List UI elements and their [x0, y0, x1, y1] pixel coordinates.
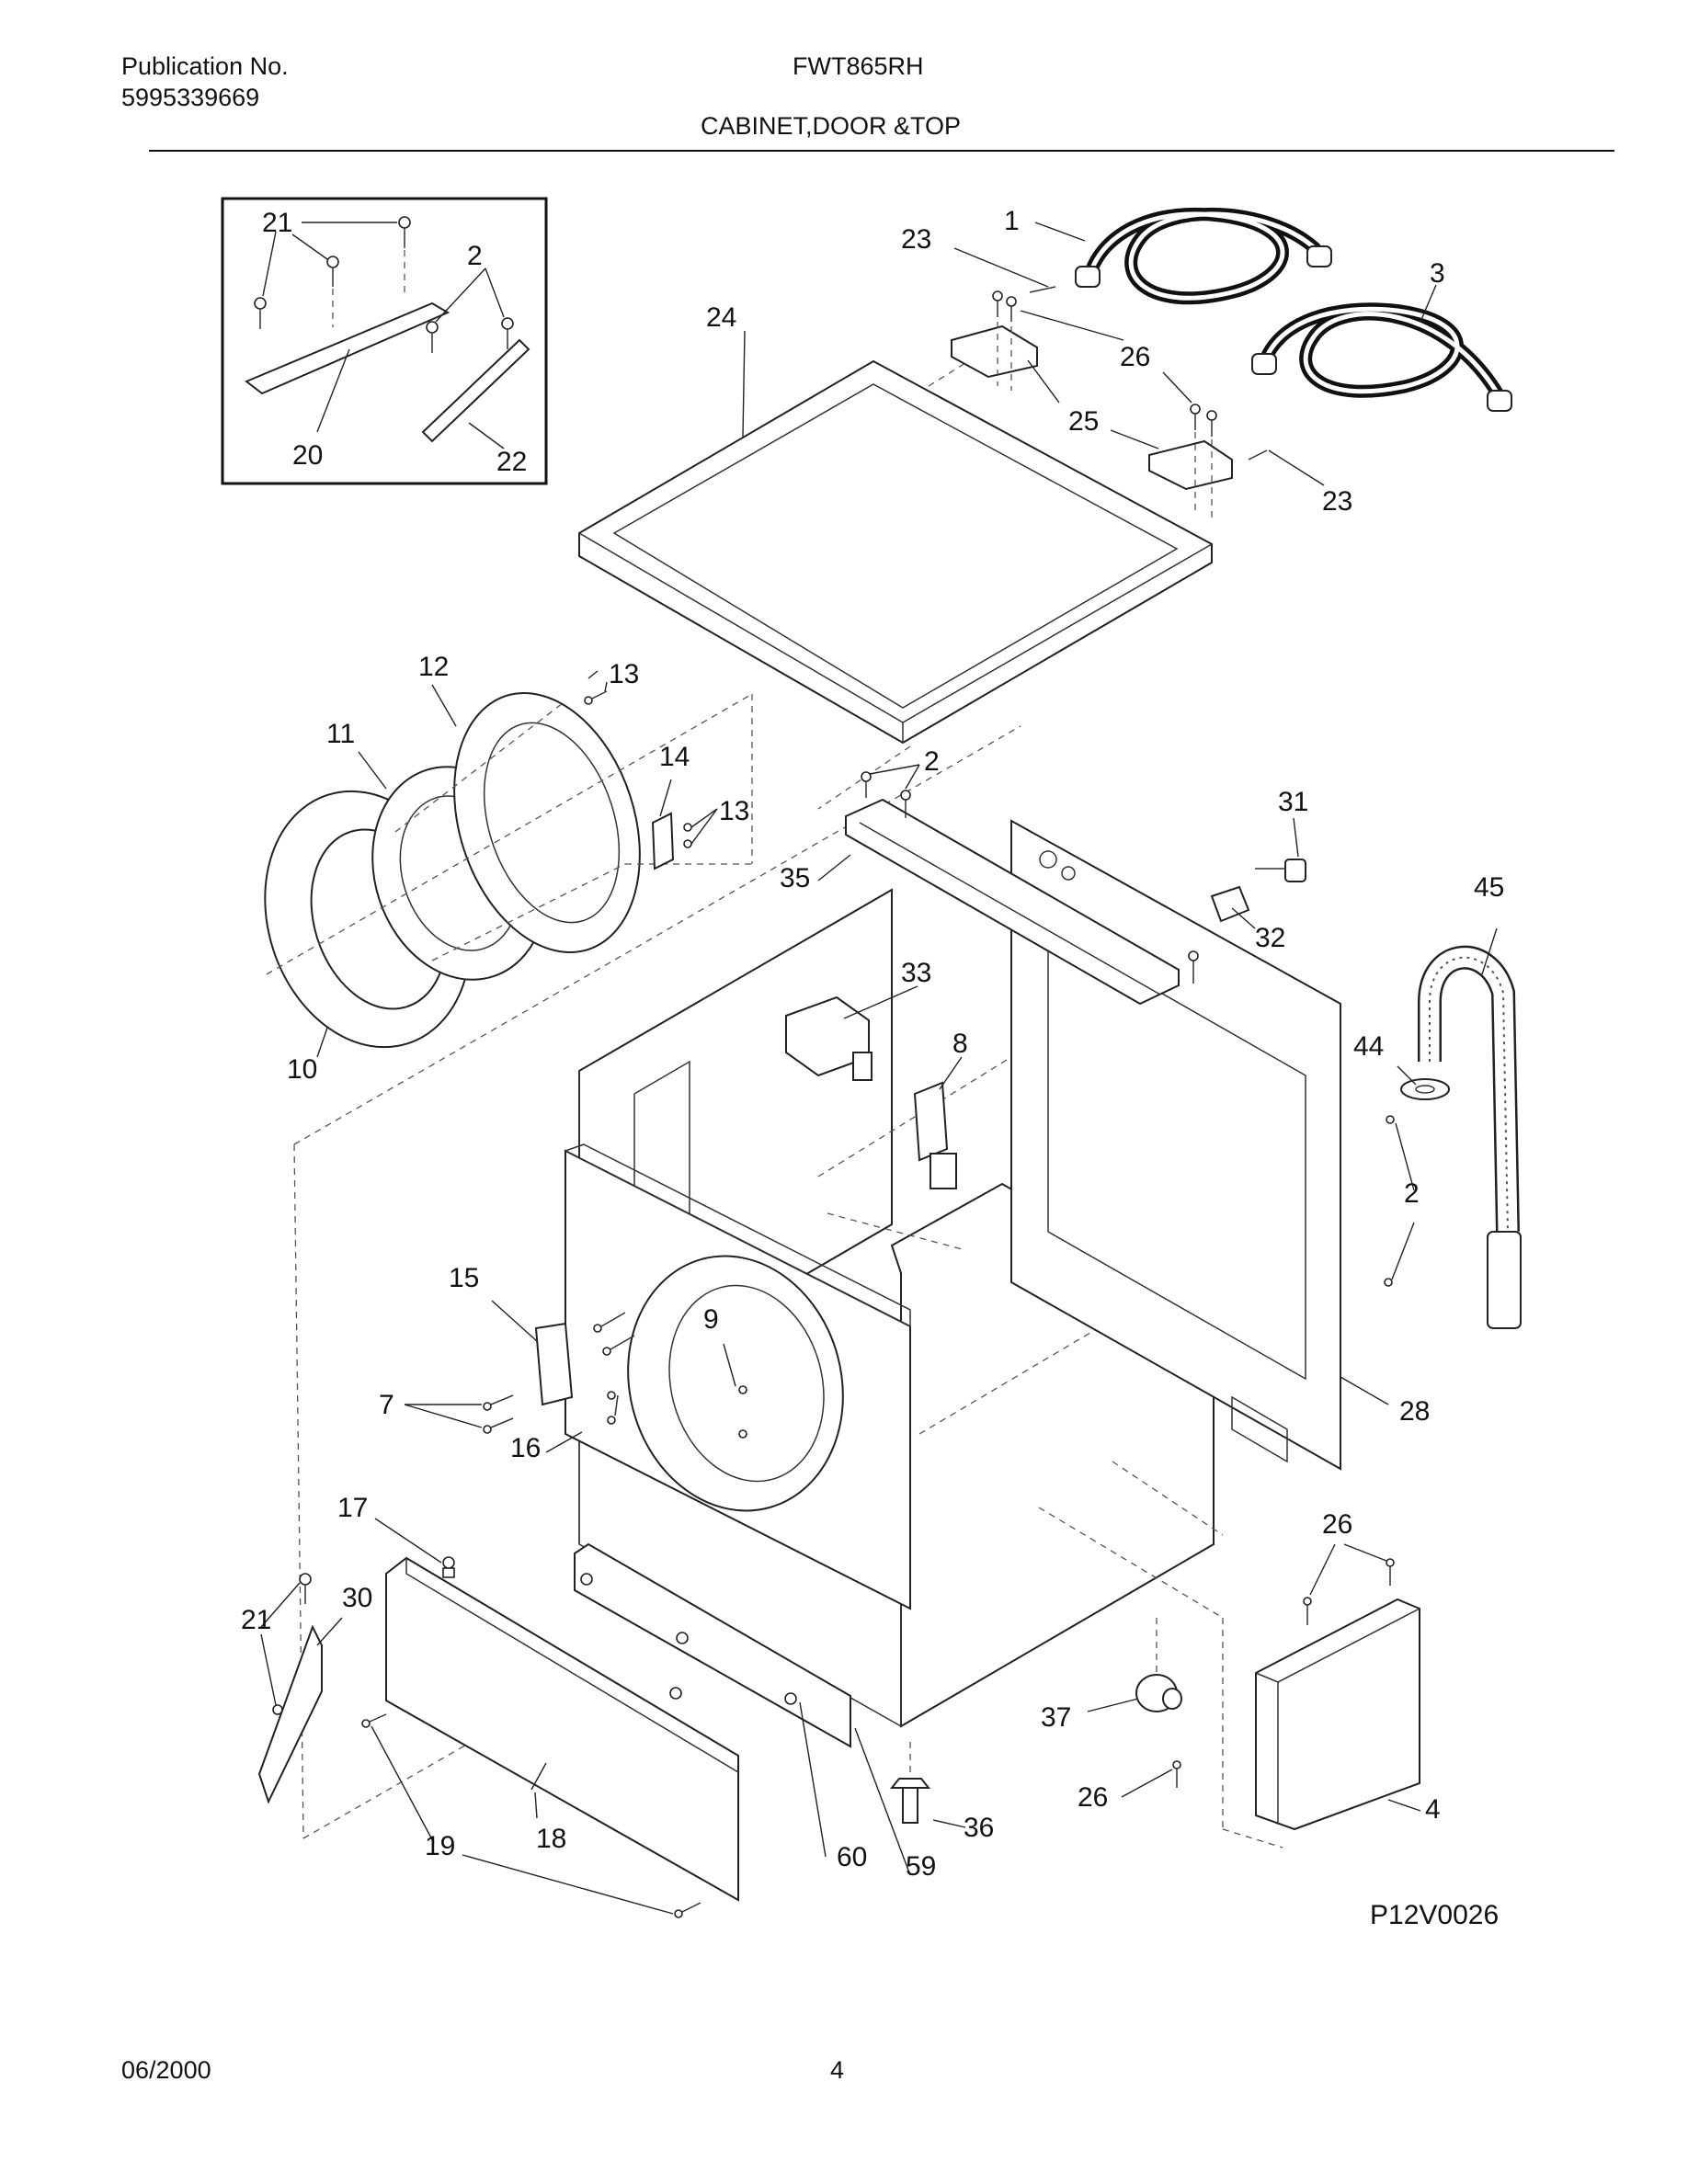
- part-35-crossmember: [817, 764, 1199, 1006]
- callout-22: 22: [496, 447, 527, 477]
- part-20-bracket: [245, 301, 451, 395]
- callout-3: 3: [1430, 258, 1445, 289]
- callout-23: 23: [901, 224, 931, 255]
- part-16-front-panel: [404, 1143, 911, 1610]
- footer-page-number: 4: [830, 2056, 845, 2084]
- callout-26: 26: [1120, 342, 1150, 372]
- callout-labels: 1 2 2 2 3 4 7 8 9 10 11 12 13 13 14 15 1…: [241, 206, 1504, 1930]
- callout-4: 4: [1425, 1794, 1441, 1825]
- diagram-code: P12V0026: [1370, 1900, 1499, 1930]
- part-22-strap: [421, 338, 530, 443]
- callout-31: 31: [1278, 787, 1308, 817]
- callout-33: 33: [901, 958, 931, 988]
- callout-32: 32: [1255, 923, 1285, 953]
- callout-13: 13: [719, 796, 749, 826]
- callout-16: 16: [510, 1433, 541, 1463]
- callout-26: 26: [1322, 1509, 1352, 1540]
- section-title: CABINET,DOOR &TOP: [701, 112, 962, 140]
- callout-23: 23: [1322, 486, 1352, 517]
- callout-36: 36: [964, 1813, 994, 1843]
- callout-26: 26: [1078, 1782, 1108, 1813]
- footer-date: 06/2000: [121, 2056, 211, 2084]
- callout-37: 37: [1041, 1702, 1071, 1733]
- callout-2: 2: [924, 746, 940, 777]
- part-28-rear-panel: [1010, 819, 1389, 1471]
- inlet-hoses: [1034, 207, 1512, 412]
- callout-19: 19: [425, 1831, 455, 1861]
- callout-21: 21: [262, 208, 292, 238]
- inset-detail: [221, 197, 548, 485]
- callout-14: 14: [659, 742, 690, 772]
- door-assembly: [264, 670, 753, 1058]
- callout-9: 9: [703, 1304, 719, 1335]
- callout-2: 2: [1404, 1178, 1420, 1209]
- callout-15: 15: [449, 1263, 479, 1293]
- drain-hose: [1384, 927, 1522, 1329]
- callout-44: 44: [1353, 1031, 1384, 1062]
- callout-25: 25: [1068, 406, 1099, 437]
- model-number: FWT865RH: [793, 52, 924, 80]
- publication-number: 5995339669: [121, 84, 260, 111]
- publication-label: Publication No.: [121, 52, 289, 80]
- callout-12: 12: [418, 652, 449, 682]
- callout-2: 2: [467, 241, 483, 271]
- callout-28: 28: [1399, 1396, 1430, 1427]
- lower-parts: [257, 1518, 911, 1918]
- part-24-top: [578, 330, 1213, 810]
- lower-right-parts: [889, 1543, 1421, 1831]
- callout-30: 30: [342, 1583, 372, 1613]
- callout-59: 59: [906, 1851, 936, 1882]
- callout-18: 18: [536, 1824, 566, 1854]
- callout-11: 11: [326, 719, 355, 749]
- callout-60: 60: [837, 1842, 867, 1872]
- top-brackets: [928, 247, 1325, 519]
- internal-components: [785, 817, 1306, 1189]
- header-rule: [149, 150, 1614, 152]
- callout-10: 10: [287, 1054, 317, 1085]
- callout-21: 21: [241, 1605, 271, 1635]
- callout-45: 45: [1474, 872, 1504, 903]
- callout-35: 35: [780, 863, 810, 893]
- callout-24: 24: [706, 302, 736, 333]
- callout-7: 7: [379, 1390, 394, 1420]
- callout-20: 20: [292, 440, 323, 471]
- callout-17: 17: [337, 1493, 368, 1523]
- callout-13: 13: [609, 659, 639, 689]
- callout-8: 8: [952, 1029, 968, 1059]
- callout-1: 1: [1004, 206, 1020, 236]
